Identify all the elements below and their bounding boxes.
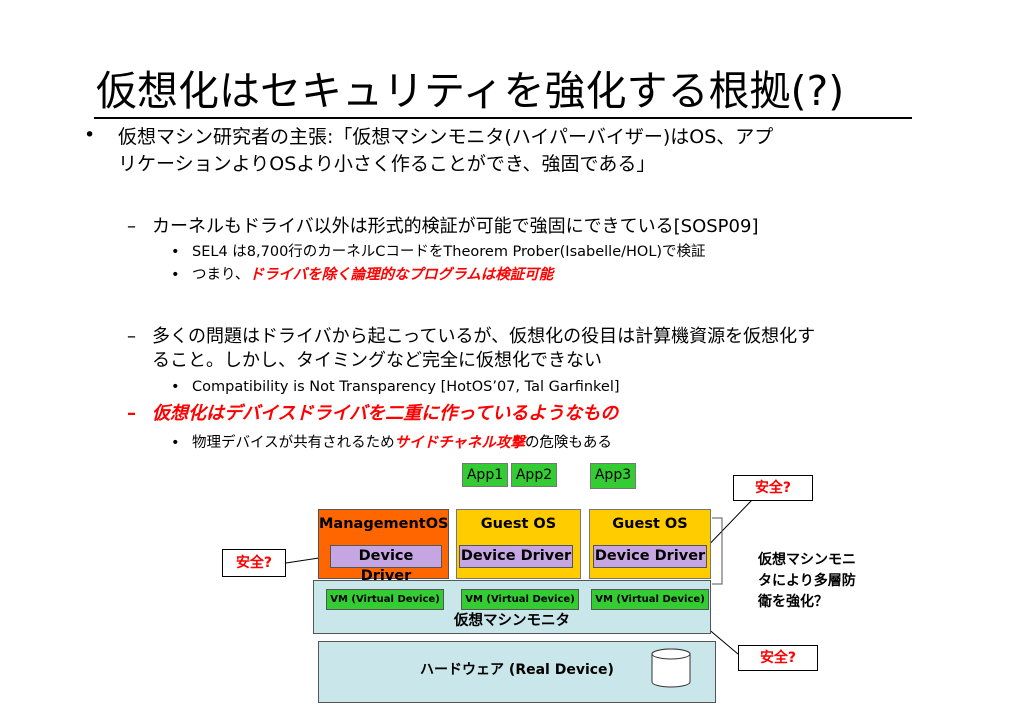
defense-note-line3: 衛を強化？	[758, 594, 828, 610]
sub3-item-suffix: の危険もある	[524, 435, 612, 451]
bullet-marker: •	[171, 435, 180, 451]
guest-os-label-2: Guest OS	[612, 516, 688, 532]
sub3-item: 物理デバイスが共有されるためサイドチャネル攻撃の危険もある	[192, 432, 612, 454]
sub2-item1: Compatibility is Not Transparency [HotOS…	[192, 379, 620, 395]
bullet-marker: •	[171, 379, 180, 395]
sub3-text: 仮想化はデバイスドライバを二重に作っているようなもの	[152, 403, 619, 424]
management-os-label: ManagementOS	[319, 516, 449, 532]
title-underline	[94, 117, 912, 119]
sub3-item-highlight: サイドチャネル攻撃	[394, 435, 525, 451]
dash-marker: –	[127, 403, 136, 424]
app1-box: App1	[462, 463, 508, 487]
sub2-line1: 多くの問題はドライバから起こっているが、仮想化の役目は計算機資源を仮想化す	[152, 326, 816, 347]
bullet-marker: •	[171, 267, 180, 283]
dash-marker: –	[127, 216, 136, 237]
slide-title: 仮想化はセキュリティを強化する根拠(?)	[96, 67, 845, 115]
defense-note-line2: タにより多層防	[758, 573, 856, 589]
guest-os-box-1: Guest OS	[456, 509, 581, 579]
bullet1-line1: 仮想マシン研究者の主張:「仮想マシンモニタ(ハイパーバイザー)はOS、アプ	[118, 126, 774, 148]
sub1-item2-prefix: つまり、	[192, 267, 250, 283]
sub1-text: カーネルもドライバ以外は形式的検証が可能で強固にできている[SOSP09]	[152, 216, 759, 237]
app3-box: App3	[590, 463, 636, 489]
sub1-item1: SEL4 は8,700行のカーネルCコードをTheorem Prober(Isa…	[192, 244, 706, 260]
management-os-box: ManagementOS	[318, 509, 449, 579]
defense-note-line1: 仮想マシンモニ	[758, 552, 856, 568]
bullet-marker: •	[84, 124, 96, 146]
guest-os-label-1: Guest OS	[480, 516, 557, 532]
vm-box-1: VM (Virtual Device)	[326, 589, 444, 610]
disk-icon	[651, 648, 691, 688]
sub2-line2: ること。しかし、タイミングなど完全に仮想化できない	[152, 350, 602, 371]
device-driver-box-3: Device Driver	[593, 545, 707, 568]
hardware-box: ハードウェア (Real Device)	[318, 641, 716, 703]
bullet-marker: •	[171, 244, 180, 260]
device-driver-box-2: Device Driver	[459, 545, 573, 568]
vm-box-2: VM (Virtual Device)	[461, 589, 579, 610]
vm-box-3: VM (Virtual Device)	[591, 589, 709, 610]
dash-marker: –	[127, 326, 136, 347]
vmm-label: 仮想マシンモニタ	[454, 613, 570, 629]
sub1-item2-highlight: ドライバを除く論理的なプログラムは検証可能	[249, 267, 554, 283]
hardware-label: ハードウェア (Real Device)	[420, 662, 614, 678]
safety-callout-vmm: 安全?	[738, 645, 818, 671]
device-driver-box-1: Device Driver	[330, 545, 442, 584]
sub3-item-prefix: 物理デバイスが共有されるため	[192, 435, 395, 451]
bullet1-line2: リケーションよりOSより小さく作ることができ、強固である」	[118, 153, 656, 175]
safety-callout-driver: 安全?	[222, 549, 286, 577]
guest-os-box-2: Guest OS	[589, 509, 711, 579]
vmm-box: 仮想マシンモニタ	[313, 580, 711, 634]
safety-callout-guest: 安全?	[733, 475, 813, 501]
sub1-item2: つまり、ドライバを除く論理的なプログラムは検証可能	[192, 264, 553, 286]
app2-box: App2	[511, 463, 557, 487]
